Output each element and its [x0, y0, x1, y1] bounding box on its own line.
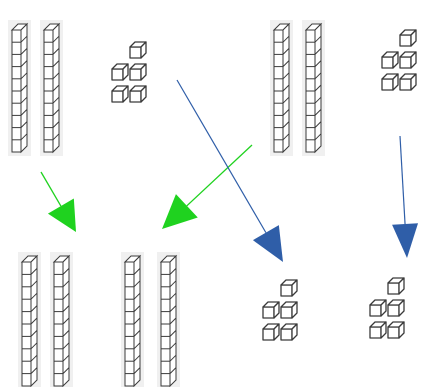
- unit-cube: [129, 63, 147, 81]
- unit-cube: [262, 323, 280, 341]
- top-right-unit-cubes: [381, 29, 417, 91]
- unit-cube: [129, 85, 147, 103]
- unit-cube: [111, 85, 129, 103]
- bottom-middle-ten-rod: [121, 252, 144, 387]
- unit-cube: [399, 29, 417, 47]
- bottom-right-unit-cubes: [369, 277, 405, 339]
- unit-cube: [129, 41, 147, 59]
- unit-cube: [387, 321, 405, 339]
- unit-cube: [381, 73, 399, 91]
- unit-cube: [399, 73, 417, 91]
- unit-cube: [381, 51, 399, 69]
- unit-cube: [387, 299, 405, 317]
- bottom-middle-ten-rod: [157, 252, 180, 387]
- unit-cube: [111, 63, 129, 81]
- top-left-unit-cubes: [111, 41, 147, 103]
- unit-cube: [387, 277, 405, 295]
- top-left-ten-rod: [8, 20, 31, 156]
- unit-cube: [280, 301, 298, 319]
- top-right-ten-rod: [302, 20, 325, 156]
- arrow-tens-left: [40, 171, 76, 232]
- arrow-tens-right: [162, 144, 253, 229]
- unit-cube: [399, 51, 417, 69]
- arrow-ones-left: [176, 79, 283, 262]
- unit-cube: [280, 279, 298, 297]
- unit-cube: [262, 301, 280, 319]
- bottom-left-ten-rod: [50, 252, 73, 387]
- top-left-ten-rod: [40, 20, 63, 156]
- unit-cube: [369, 299, 387, 317]
- unit-cube: [280, 323, 298, 341]
- bottom-third-unit-cubes: [262, 279, 298, 341]
- top-right-ten-rod: [270, 20, 293, 156]
- arrow-ones-right: [392, 135, 419, 258]
- unit-cube: [369, 321, 387, 339]
- bottom-left-ten-rod: [18, 252, 41, 387]
